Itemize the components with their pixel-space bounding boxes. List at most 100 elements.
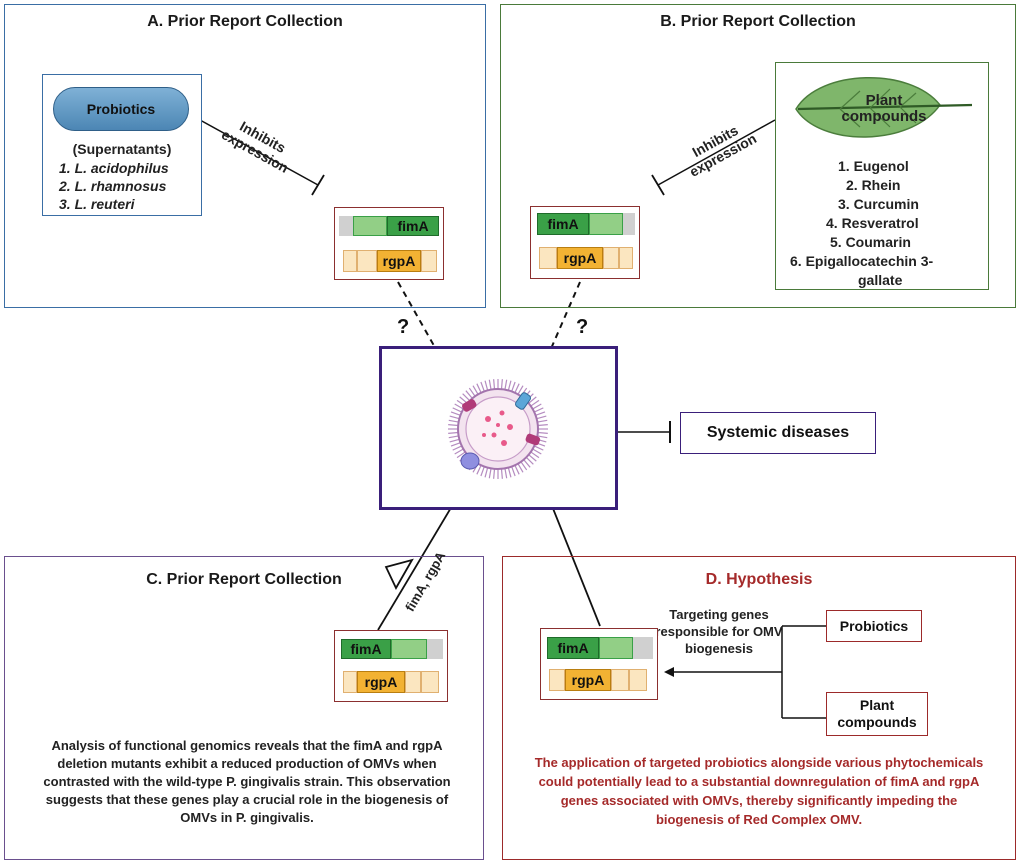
gene-seg <box>421 250 437 272</box>
membrane-spike <box>525 456 534 465</box>
species-item: 2. L. rhamnosus <box>59 178 167 194</box>
gene-seg <box>405 671 421 693</box>
supernatants-label: (Supernatants) <box>72 141 172 157</box>
compound-item: 1. Eugenol <box>838 158 909 174</box>
gene-seg <box>603 247 619 269</box>
species-item: 1. L. acidophilus <box>59 160 169 176</box>
membrane-spike <box>454 403 464 410</box>
compound-item: 2. Rhein <box>846 177 901 193</box>
membrane-spike <box>476 383 482 394</box>
panel-d-title: D. Hypothesis <box>705 571 813 588</box>
plant-label-line: compounds <box>841 108 927 125</box>
gene-seg <box>357 671 405 693</box>
compound-list: 1. Eugenol 2. Rhein 3. Curcumin 4. Resve… <box>790 157 933 290</box>
panel-a-title: A. Prior Report Collection <box>147 13 343 30</box>
gene-box-c: fimA rgpA <box>334 630 448 702</box>
leaf-icon <box>795 77 973 138</box>
gene-seg <box>537 213 589 235</box>
membrane-spike <box>517 463 524 473</box>
inhibit-line-d <box>547 495 601 627</box>
gene-seg <box>557 247 603 269</box>
targeting-label: Targeting genes responsible for OMV biog… <box>655 607 783 656</box>
gene-seg <box>549 669 565 691</box>
gene-seg <box>599 637 633 659</box>
panel-c: C. Prior Report Collection Analysis of f… <box>4 556 484 860</box>
membrane-spike <box>511 466 516 477</box>
membrane-spike <box>448 424 459 427</box>
probiotics-label-d: Probiotics <box>839 618 909 634</box>
probiotics-box-d: Probiotics <box>826 610 922 642</box>
inhibit-line-c <box>377 495 459 631</box>
gene-seg <box>391 639 427 659</box>
membrane-spike <box>448 419 459 423</box>
panel-d-description: The application of targeted probiotics a… <box>534 755 984 827</box>
gene-seg <box>339 216 353 236</box>
membrane-spike <box>493 379 496 390</box>
compound-item: 6. Epigallocatechin 3- <box>790 253 934 269</box>
membrane-spike <box>504 379 508 390</box>
omv-box <box>379 346 618 510</box>
compound-item: 4. Resveratrol <box>826 215 919 231</box>
membrane-spike <box>528 396 537 404</box>
gene-seg <box>343 671 357 693</box>
panel-a: A. Prior Report Collection <box>4 4 486 308</box>
arrowhead-icon <box>664 667 674 677</box>
membrane-spike <box>504 468 508 479</box>
panel-c-description: Analysis of functional genomics reveals … <box>43 738 451 825</box>
membrane-spike <box>507 380 512 391</box>
inhibit-line-a <box>199 119 319 186</box>
gene-seg <box>421 671 439 693</box>
membrane-spike <box>537 419 548 423</box>
triangle-icon <box>384 558 414 590</box>
question-mark-a: ? <box>397 316 410 338</box>
membrane-spike <box>449 415 460 420</box>
fima-label: fimA <box>547 216 579 232</box>
membrane-spike <box>488 379 492 390</box>
gene-seg <box>341 639 391 659</box>
fima-label: fimA <box>557 640 589 656</box>
membrane-spike <box>523 459 531 468</box>
inhibit-line-b <box>657 119 776 186</box>
fima-label: fimA <box>397 218 429 234</box>
gene-seg <box>565 669 611 691</box>
membrane-spike <box>468 387 476 397</box>
membrane-spike <box>448 431 459 434</box>
plant-box: Plant compounds 1. Eugenol 2. Rhein 3. C… <box>775 62 989 290</box>
systemic-diseases-box: Systemic diseases <box>680 412 876 454</box>
membrane-spike <box>456 451 466 459</box>
membrane-spike <box>507 467 512 478</box>
membrane-spike <box>532 403 542 410</box>
gene-seg <box>589 213 623 235</box>
probiotics-box: Probiotics (Supernatants) 1. L. acidophi… <box>42 74 202 216</box>
probiotics-pill-icon: Probiotics <box>53 87 189 131</box>
membrane-spike <box>530 399 540 407</box>
rgpa-label: rgpA <box>382 253 416 269</box>
membrane-spike <box>537 435 548 439</box>
compound-item: 5. Coumarin <box>830 234 911 250</box>
gene-seg <box>387 216 439 236</box>
rgpa-label: rgpA <box>571 672 605 688</box>
membrane-spike <box>450 442 461 447</box>
probiotics-label: Probiotics <box>86 101 156 117</box>
membrane-spike <box>530 451 540 459</box>
rgpa-label: rgpA <box>563 250 597 266</box>
inhibit-bar-a <box>311 174 325 196</box>
systemic-diseases-label: Systemic diseases <box>706 424 850 441</box>
membrane-spike <box>493 468 496 479</box>
membrane-spike <box>480 381 485 392</box>
plant-label-line: Plant <box>865 92 903 109</box>
panel-d: D. Hypothesis The application of targete… <box>502 556 1016 860</box>
membrane-spike <box>514 383 520 394</box>
membrane-spike <box>500 379 503 390</box>
plant-box-d: Plant compounds <box>826 692 928 736</box>
membrane-spike <box>484 467 489 478</box>
membrane-spike <box>533 445 544 451</box>
membrane-spike <box>452 445 463 451</box>
gene-seg <box>619 247 633 269</box>
gene-box-b: fimA rgpA <box>530 206 640 279</box>
inhibit-bar-b <box>651 174 665 196</box>
membrane-spike <box>528 454 537 462</box>
compound-item: 3. Curcumin <box>838 196 919 212</box>
question-mark-b: ? <box>576 316 589 338</box>
gene-seg <box>357 250 377 272</box>
